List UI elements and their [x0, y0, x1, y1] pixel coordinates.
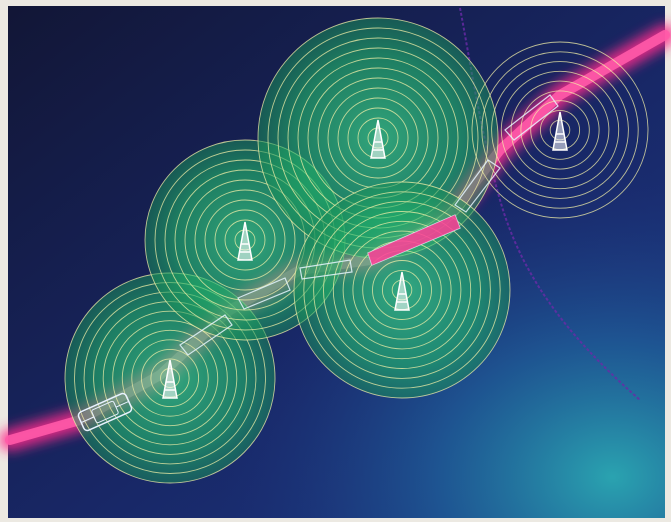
cell-upper-right-ring: [481, 51, 639, 209]
cell-center-right-ring: [342, 230, 462, 350]
cell-center-left-ring: [194, 189, 296, 291]
cell-lower-left-ring: [102, 310, 238, 446]
cell-upper-right-ring: [491, 61, 629, 199]
cell-tower-icon: [394, 271, 410, 311]
cell-center-right-ring: [372, 260, 432, 320]
road-highlight: [368, 215, 460, 265]
cell-center-left-ring: [214, 209, 276, 271]
cell-upper-right-ring: [530, 100, 590, 160]
cell-center-right-ring: [303, 191, 501, 389]
cell-center-left-ring: [184, 179, 306, 301]
car-icon: [77, 392, 133, 432]
cell-center-right-ring: [313, 201, 491, 379]
cell-upper-right-ring: [500, 70, 620, 190]
cell-center-right-ring: [332, 220, 472, 360]
cell-tower-icon: [552, 111, 568, 151]
cell-upper-right: [471, 41, 649, 219]
cell-tower-icon: [370, 119, 386, 159]
cell-upper-right-ring: [471, 41, 649, 219]
cell-lower-left-ring: [140, 348, 200, 408]
cell-upper-right-ring: [510, 80, 610, 180]
cell-top-center-ring: [337, 97, 419, 179]
cell-tower-icon: [162, 359, 178, 399]
cell-lower-left-ring: [121, 329, 219, 427]
cell-towers: [162, 111, 568, 399]
cell-center-left-ring: [204, 199, 286, 281]
cell-center-right-ring: [323, 211, 481, 369]
cell-lower-left-ring: [131, 339, 209, 417]
cell-lower-left-ring: [112, 320, 228, 436]
cell-upper-right-ring: [520, 90, 600, 170]
cell-tower-icon: [237, 221, 253, 261]
cell-center-right-ring: [293, 181, 511, 399]
cell-top-center-ring: [347, 107, 409, 169]
